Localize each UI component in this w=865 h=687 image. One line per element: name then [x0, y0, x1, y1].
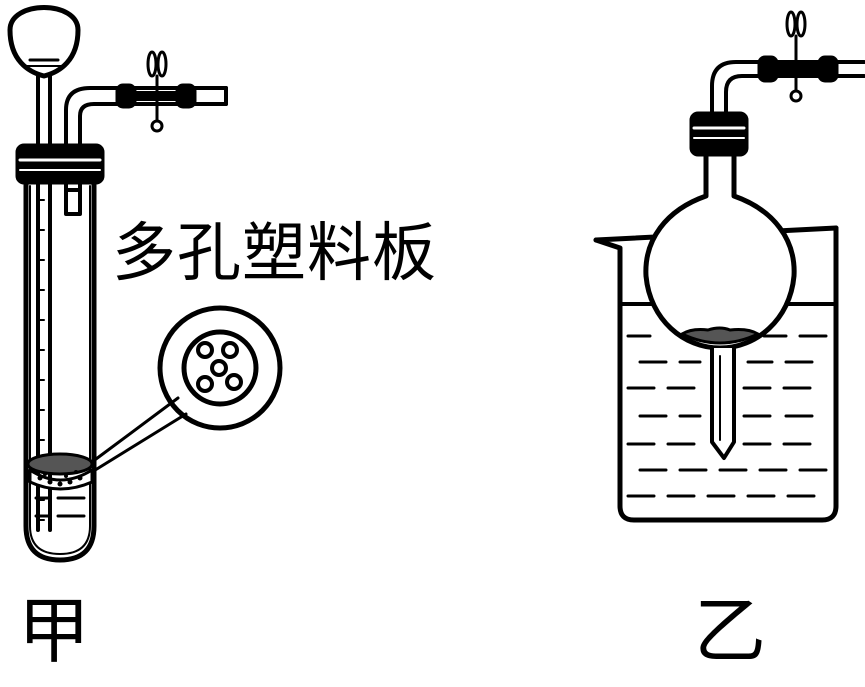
apparatus-a-label: 甲: [18, 589, 91, 673]
flask-tube-outer: [710, 60, 865, 116]
magnified-plate-inner: [181, 329, 259, 407]
magnified-plate-outer: [157, 305, 283, 431]
flask-stem: [710, 346, 736, 460]
apparatus-b-label: 乙: [694, 589, 767, 673]
porous-plate-solid: [26, 452, 94, 491]
apparatus-a: [7, 5, 283, 563]
stem-ticks: [37, 199, 45, 521]
beaker-liquid-dashes: [626, 334, 828, 498]
apparatus-b: [593, 10, 865, 523]
callout-line-top: [90, 396, 180, 464]
clamp-b: [785, 10, 807, 103]
flask: [643, 153, 797, 351]
funnel-bulb: [7, 5, 81, 79]
flask-tube-inner: [724, 74, 865, 116]
flask-solid: [680, 326, 760, 345]
callout-line-bottom: [90, 412, 188, 474]
clamp-a: [146, 50, 168, 133]
delivery-tube-inner: [78, 102, 228, 212]
test-tube: [23, 179, 97, 563]
porous-plate-label: 多孔塑料板: [112, 217, 437, 291]
stopper-b: [689, 111, 749, 157]
beaker: [593, 225, 839, 523]
delivery-tube-outer: [64, 86, 228, 212]
stopper-a: [15, 143, 105, 185]
magnified-holes: [196, 341, 243, 393]
liquid-a: [34, 496, 86, 518]
